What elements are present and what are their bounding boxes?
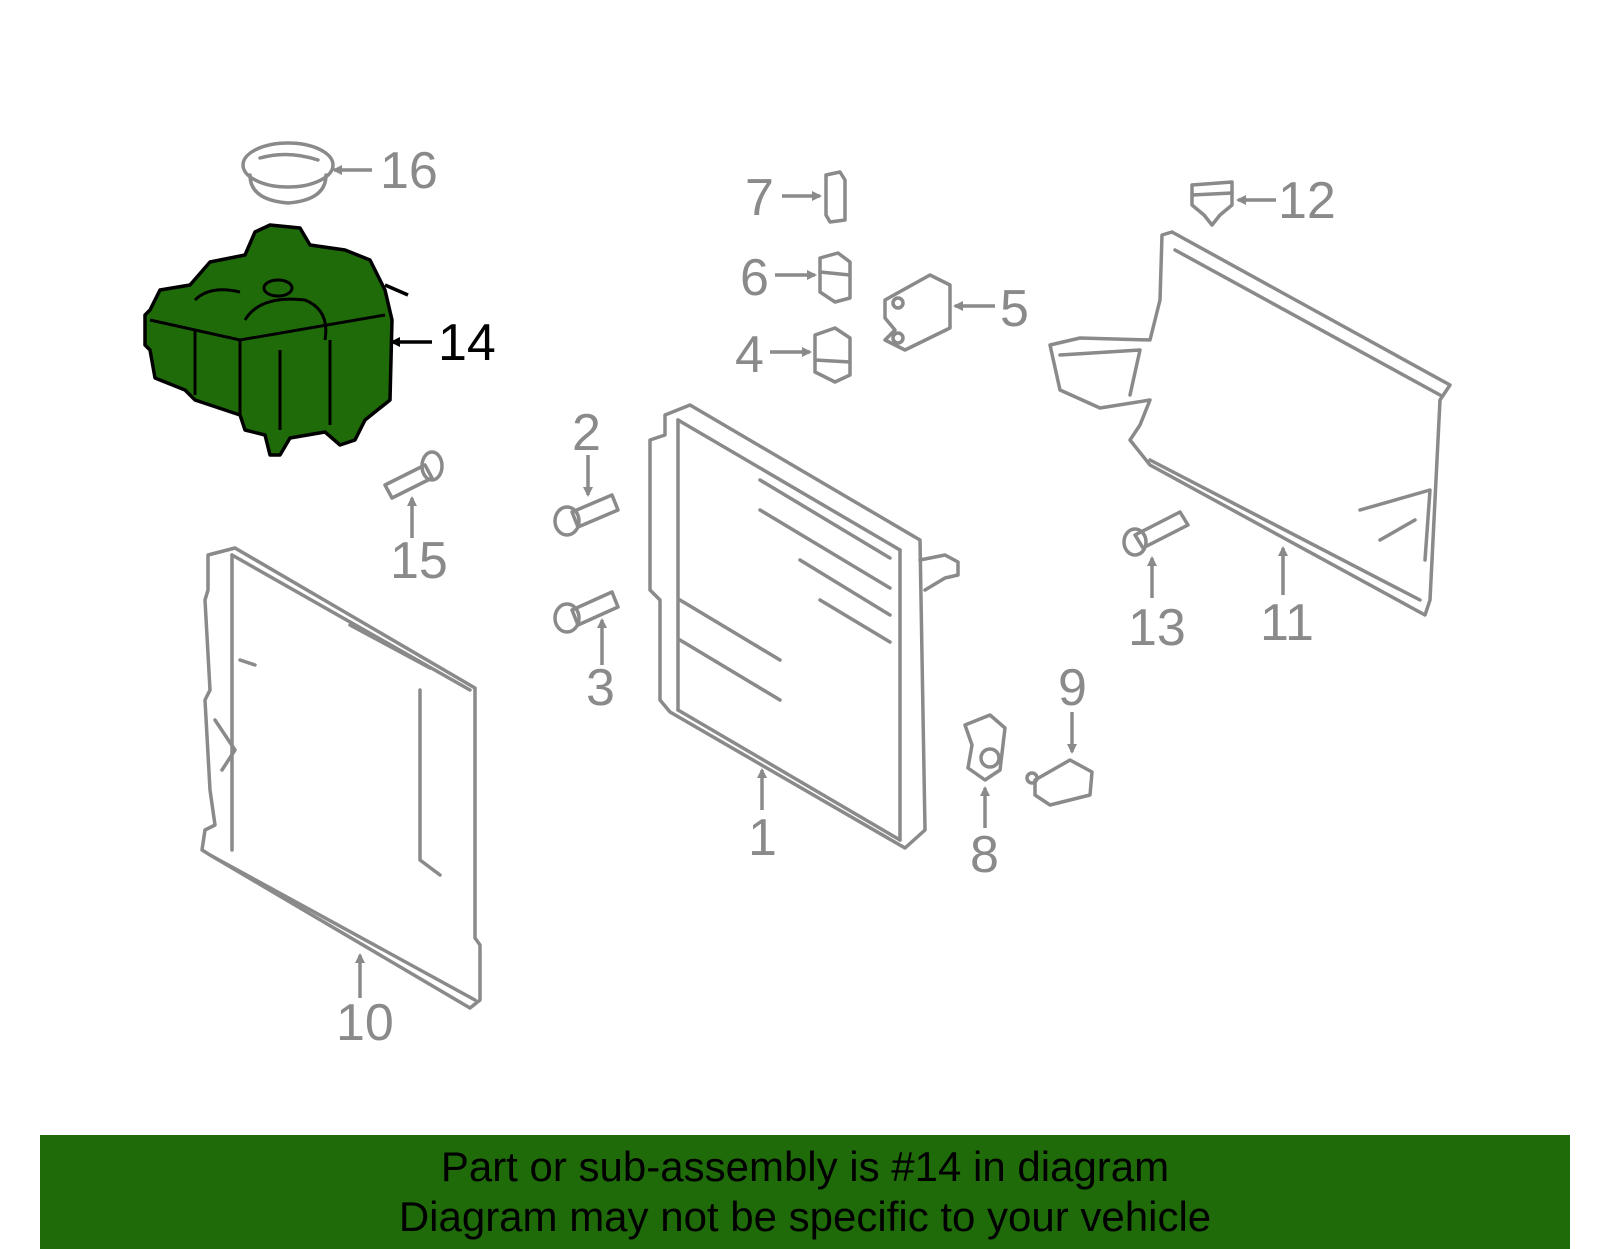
callout-1: 1 [748, 809, 777, 867]
part-10-frame[interactable] [200, 546, 482, 1010]
part-8-clip[interactable] [963, 713, 1007, 782]
part-12-clip[interactable] [1190, 180, 1234, 227]
info-banner: Part or sub-assembly is #14 in diagram D… [40, 1135, 1570, 1249]
callout-7: 7 [745, 169, 774, 227]
callout-16: 16 [380, 142, 438, 200]
part-6-grommet[interactable] [818, 251, 852, 304]
callout-6: 6 [740, 249, 769, 307]
part-5-bracket[interactable] [883, 273, 952, 352]
banner-line-2: Diagram may not be specific to your vehi… [398, 1193, 1212, 1240]
callout-4: 4 [735, 326, 764, 384]
part-9-bracket[interactable] [1025, 758, 1094, 807]
callout-2: 2 [572, 404, 601, 462]
callout-12: 12 [1278, 172, 1336, 230]
callout-14: 14 [438, 314, 496, 372]
part-7-pin[interactable] [824, 170, 847, 224]
callout-3: 3 [586, 659, 615, 717]
part-4-mount[interactable] [813, 326, 852, 384]
part-16-cap[interactable] [241, 141, 335, 205]
part-13-bolt[interactable] [1122, 510, 1190, 557]
part-14-expansion-tank[interactable] [143, 223, 409, 457]
callout-10: 10 [336, 994, 394, 1052]
callout-15: 15 [390, 532, 448, 590]
callout-11: 11 [1260, 594, 1314, 652]
part-15-bolt[interactable] [383, 450, 444, 500]
part-11-shroud[interactable] [1048, 230, 1452, 617]
callout-8: 8 [970, 826, 999, 884]
banner-line-1: Part or sub-assembly is #14 in diagram [440, 1143, 1170, 1190]
part-3-bolt[interactable] [553, 590, 620, 634]
callout-13: 13 [1128, 599, 1186, 657]
part-1-radiator[interactable] [648, 403, 960, 850]
part-2-bolt[interactable] [553, 493, 620, 537]
parts-diagram: 16 14 15 10 2 [143, 141, 1452, 1052]
callout-5: 5 [1000, 280, 1029, 338]
callout-9: 9 [1058, 659, 1087, 717]
